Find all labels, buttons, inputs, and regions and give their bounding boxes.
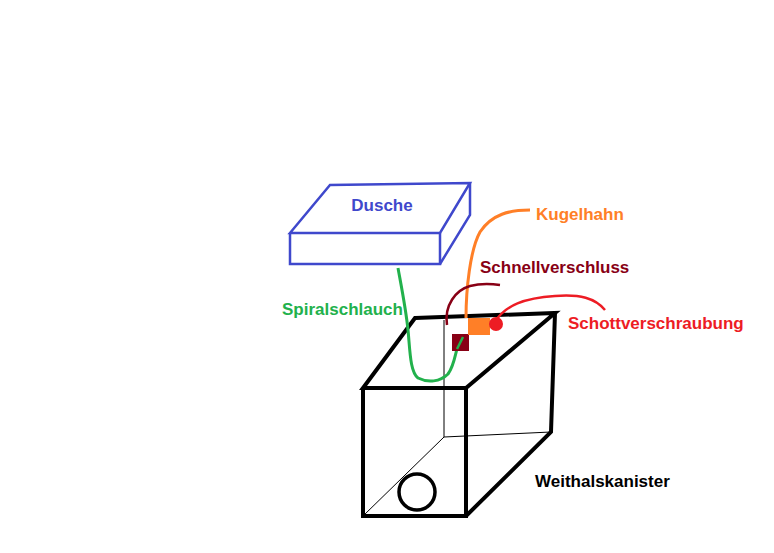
shower-box: Dusche [345,193,418,220]
part-label: Schnellverschluss [480,259,629,278]
spiral-hose [398,268,458,381]
canister-outline [363,313,555,516]
hose-end [457,337,463,349]
node-title: Dusche [351,197,412,216]
ball-valve [468,318,490,335]
part-label: Kugelhahn [536,206,624,225]
shower-outline [290,183,470,264]
bulkhead-fitting [489,317,503,331]
part-label: Schottverschraubung [568,315,744,334]
part-label: Spiralschlauch [282,301,403,320]
part-label: Weithalskanister [535,473,670,492]
quick-coupling [452,334,469,351]
